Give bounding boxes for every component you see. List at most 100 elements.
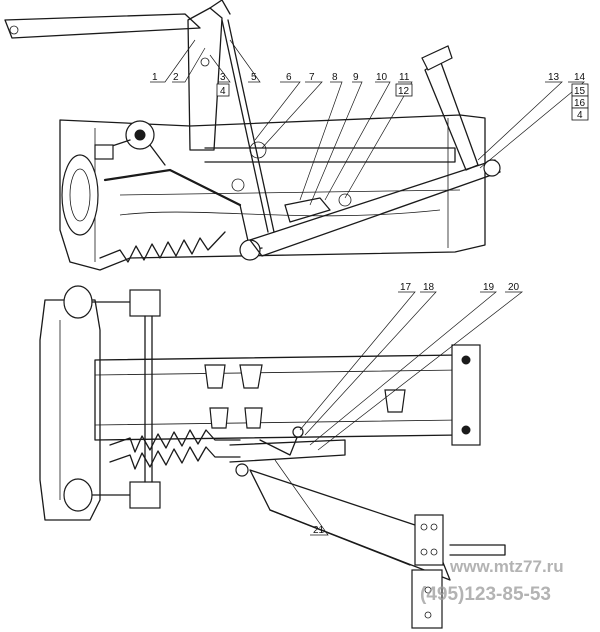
plan-link-19 xyxy=(259,429,301,456)
small-pivot xyxy=(338,193,352,207)
plan-spring-upper xyxy=(109,429,241,453)
mid-pivot xyxy=(231,178,245,192)
plate-hole-1 xyxy=(420,523,428,531)
leader-1 xyxy=(150,39,196,83)
callout-10: 10 xyxy=(376,72,388,83)
end-rod xyxy=(449,544,506,556)
stud-shafts xyxy=(91,301,131,496)
leader-20 xyxy=(317,291,524,451)
leader-10 xyxy=(324,81,391,201)
plate-hole-6 xyxy=(424,611,432,619)
small-lever-group xyxy=(284,197,331,223)
tube-window-5 xyxy=(384,389,406,413)
plan-spring-lower xyxy=(109,446,241,470)
watermark-site: www.mtz77.ru xyxy=(449,557,564,576)
bracket-top xyxy=(209,0,231,15)
leader-7 xyxy=(261,81,323,149)
housing-rib xyxy=(119,189,461,196)
housing-contour xyxy=(119,209,441,217)
callout-18: 18 xyxy=(423,282,435,293)
tube-inner-lines xyxy=(94,369,461,426)
leader-18 xyxy=(304,291,437,436)
callout-12-box xyxy=(395,83,413,97)
left-hub xyxy=(61,154,99,236)
upper-lever-arm xyxy=(4,13,201,39)
vertical-bracket xyxy=(187,7,223,151)
callout-4b: 4 xyxy=(577,110,583,121)
callout-8: 8 xyxy=(332,72,338,83)
callout-4b-box xyxy=(571,107,589,121)
tube-window-1 xyxy=(204,364,226,389)
callout-16: 16 xyxy=(574,98,586,109)
callout-12: 12 xyxy=(398,86,410,97)
side-view xyxy=(4,0,501,271)
callout-17: 17 xyxy=(400,282,412,293)
leader-8 xyxy=(299,81,343,201)
leader-lines xyxy=(150,39,585,536)
plate-hole-3 xyxy=(420,548,428,556)
long-link xyxy=(249,159,501,257)
callout-14: 14 xyxy=(574,72,586,83)
callout-1: 1 xyxy=(152,72,158,83)
leader-11 xyxy=(344,81,413,199)
callout-15: 15 xyxy=(574,86,586,97)
leader-17 xyxy=(299,291,416,431)
link-end-eye xyxy=(483,159,501,177)
leader-13 xyxy=(477,81,563,161)
upper-stud xyxy=(63,285,93,319)
leader-19 xyxy=(309,291,497,446)
leader-14 xyxy=(479,81,585,169)
valve-core xyxy=(134,129,146,141)
callout-2: 2 xyxy=(173,72,179,83)
leader-5 xyxy=(229,39,261,83)
right-arm-pad xyxy=(421,45,453,71)
tube-window-2 xyxy=(239,364,263,389)
callout-labels: 1 2 3 4 5 6 7 8 9 10 11 12 13 14 15 16 4… xyxy=(152,72,589,536)
plan-control-rod xyxy=(229,439,346,463)
leader-2 xyxy=(172,47,206,83)
leader-3 xyxy=(209,54,231,83)
callout-13: 13 xyxy=(548,72,560,83)
valve-fitting xyxy=(94,144,114,160)
lower-diagonal-link xyxy=(249,469,451,581)
callout-4a-box xyxy=(216,83,230,97)
callout-3: 3 xyxy=(220,72,226,83)
callout-6: 6 xyxy=(286,72,292,83)
lower-pivot-block xyxy=(129,481,161,509)
lower-stud xyxy=(63,478,93,512)
flange-bolt-1 xyxy=(461,355,471,365)
diagonal-rod xyxy=(221,19,269,233)
watermark: www.mtz77.ru (495)123-85-53 xyxy=(420,557,564,605)
callout-7: 7 xyxy=(309,72,315,83)
callout-19: 19 xyxy=(483,282,495,293)
plan-left-housing xyxy=(39,299,101,521)
plate-hole-2 xyxy=(430,523,438,531)
leader-6 xyxy=(254,81,301,141)
plan-view xyxy=(39,285,506,629)
plate-hole-5 xyxy=(424,586,432,594)
plate-hole-4 xyxy=(430,548,438,556)
diagonal-rod-b xyxy=(227,19,275,233)
leader-9 xyxy=(309,81,363,206)
callout-20: 20 xyxy=(508,282,520,293)
left-hub-inner xyxy=(69,168,91,222)
callout-4a: 4 xyxy=(220,86,226,97)
lower-diagonal-inner xyxy=(269,509,411,566)
tube-window-4 xyxy=(244,407,263,429)
callout-21: 21 xyxy=(313,525,325,536)
watermark-phone: (495)123-85-53 xyxy=(420,584,551,605)
mount-plate-lower xyxy=(411,569,443,629)
upper-pivot-block xyxy=(129,289,161,317)
tube-window-3 xyxy=(209,407,229,429)
mount-plate-upper xyxy=(414,514,444,566)
upper-rod xyxy=(204,147,456,163)
callout-9: 9 xyxy=(353,72,359,83)
leader-21 xyxy=(274,459,329,536)
lever-pivot xyxy=(9,25,19,35)
callout-5: 5 xyxy=(251,72,257,83)
plan-pivot-lower xyxy=(235,463,249,477)
lower-linkage xyxy=(103,168,242,207)
main-tube xyxy=(94,354,461,441)
